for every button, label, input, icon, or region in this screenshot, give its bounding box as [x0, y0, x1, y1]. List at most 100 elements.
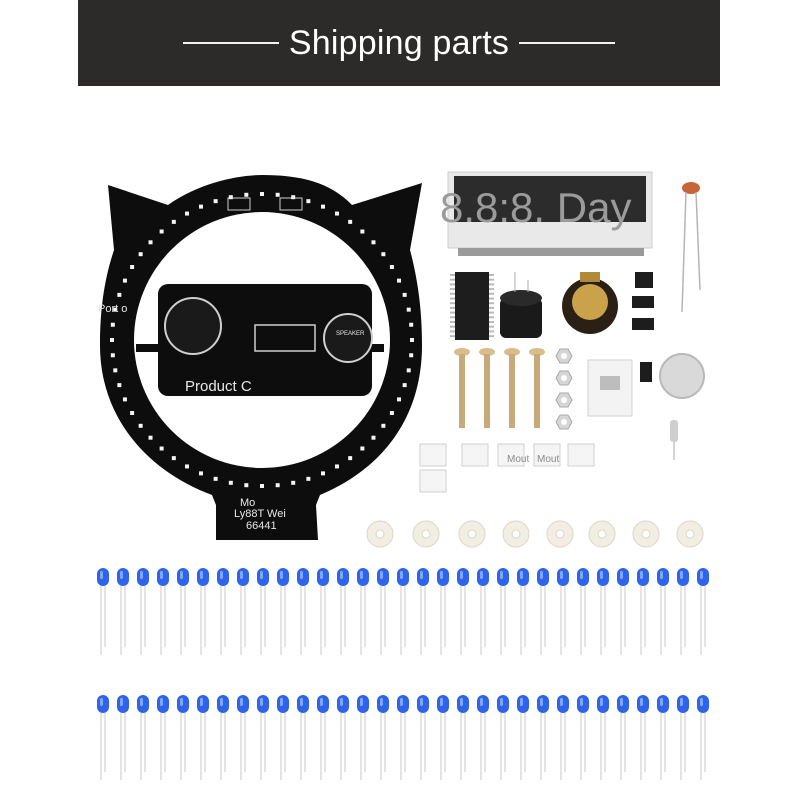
pcb-mo-label: Mo — [240, 497, 256, 509]
battery-holder-tab — [580, 272, 600, 282]
blue-led-highlight — [280, 571, 283, 579]
blue-led-highlight — [380, 571, 383, 579]
connector-socket — [567, 443, 595, 467]
blue-led-highlight — [180, 698, 183, 706]
dip-pin — [489, 335, 494, 338]
nylon-spacer-hole — [555, 529, 565, 539]
battery-holder — [562, 272, 618, 334]
led-pad — [360, 446, 365, 451]
blue-led-highlight — [500, 571, 503, 579]
led-pad — [291, 195, 296, 200]
dip-pin — [450, 278, 455, 281]
blue-led-highlight — [400, 698, 403, 706]
blue-led-highlight — [560, 698, 563, 706]
blue-led-highlight — [100, 571, 103, 579]
blue-led-highlight — [660, 698, 663, 706]
led-pad — [138, 252, 143, 257]
led-pad — [402, 292, 407, 297]
blue-led-highlight — [160, 571, 163, 579]
led-pad — [185, 211, 189, 216]
blue-led-highlight — [220, 571, 223, 579]
screw-shaft — [509, 354, 515, 428]
dip-chip — [450, 272, 494, 340]
socket-label-b: Mout — [537, 454, 560, 465]
blue-led-highlight — [680, 571, 683, 579]
led-pad — [389, 265, 394, 269]
led-pad — [228, 480, 233, 485]
blue-led-highlight — [320, 698, 323, 706]
blue-led-highlight — [560, 571, 563, 579]
led-pad — [122, 278, 127, 283]
pcb-product-label: Product C — [185, 378, 252, 395]
hex-nut-hole — [561, 419, 567, 425]
blue-led-highlight — [620, 571, 623, 579]
led-pad — [213, 476, 218, 481]
led-pad — [130, 411, 135, 415]
led-pad — [409, 322, 414, 327]
blue-led-highlight — [320, 571, 323, 579]
dip-pin — [450, 321, 455, 323]
led-pad — [148, 435, 153, 440]
connector-socket — [533, 443, 561, 467]
blue-leds — [97, 568, 709, 780]
ic-footprint — [254, 324, 316, 352]
blue-led-highlight — [700, 571, 703, 579]
led-pad-ring — [110, 192, 414, 488]
battery-footprint — [164, 297, 222, 355]
screw-shaft — [484, 354, 490, 428]
blue-led-highlight — [540, 571, 543, 579]
screw-shaft — [534, 354, 540, 428]
switch-s1 — [279, 197, 303, 211]
banner-right-rule — [519, 42, 616, 44]
dip-pin — [489, 316, 494, 319]
blue-led-highlight — [480, 698, 483, 706]
led-pad — [306, 199, 311, 204]
coin-cell — [659, 353, 705, 399]
blue-led-highlight — [400, 571, 403, 579]
nylon-spacer-hole — [421, 529, 431, 539]
blue-led-highlight — [580, 698, 583, 706]
buzzer-top — [500, 290, 542, 306]
led-pad — [397, 278, 402, 283]
blue-led-highlight — [160, 698, 163, 706]
led-pad — [171, 456, 176, 461]
dip-pin — [489, 325, 494, 328]
display-pins — [458, 248, 644, 256]
blue-led-highlight — [480, 571, 483, 579]
led-pad — [260, 484, 264, 488]
pcb-chip-label: Ly88T Wei — [234, 508, 286, 520]
dip-pin — [489, 302, 494, 305]
battery-holder-clip — [572, 284, 608, 320]
display-digits: 8.8:8. Day — [440, 184, 632, 231]
led-pad — [148, 240, 153, 245]
blue-led-highlight — [360, 571, 363, 579]
dip-pin — [450, 335, 455, 338]
blue-led-highlight — [600, 698, 603, 706]
blue-led-highlight — [460, 698, 463, 706]
blue-led-highlight — [640, 698, 643, 706]
blue-led-highlight — [620, 698, 623, 706]
nylon-spacer-hole — [511, 529, 521, 539]
jumper-cap — [640, 362, 652, 382]
screws — [454, 348, 545, 428]
dip-chip-pins — [450, 274, 494, 338]
dip-pin — [450, 316, 455, 319]
blue-led-highlight — [200, 571, 203, 579]
dip-pin — [489, 288, 494, 291]
hex-nut-hole — [561, 397, 567, 403]
blue-led-highlight — [340, 571, 343, 579]
dip-pin — [450, 306, 455, 309]
led-pad — [117, 383, 122, 388]
led-pad — [291, 480, 296, 485]
dip-pin — [489, 274, 494, 276]
usb-socket — [587, 359, 633, 417]
blue-led-highlight — [420, 698, 423, 706]
blue-led-highlight — [360, 698, 363, 706]
connector-socket — [419, 469, 447, 493]
connector-sockets — [419, 443, 595, 493]
nylon-spacer-hole — [375, 529, 385, 539]
led-pad — [402, 383, 407, 388]
blue-led-highlight — [600, 571, 603, 579]
speaker-footprint — [323, 313, 373, 363]
